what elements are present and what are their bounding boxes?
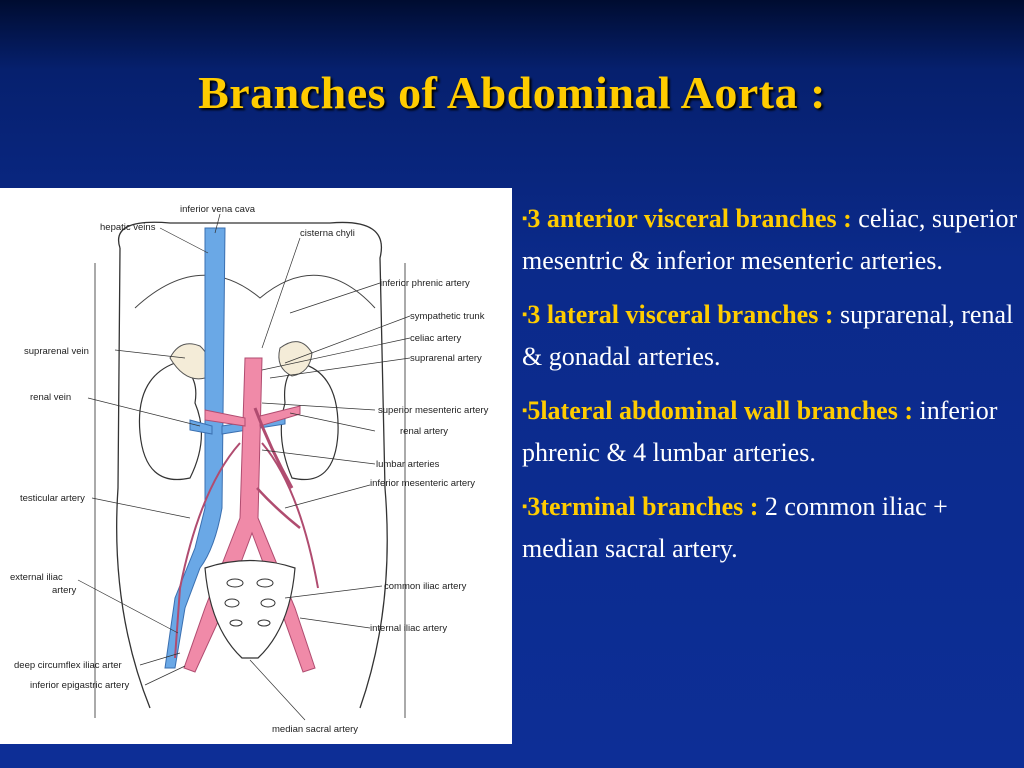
left-kidney [138, 362, 203, 480]
label-median-sacral: median sacral artery [272, 724, 358, 735]
bullet-lateral-visceral: ▪3 lateral visceral branches : suprarena… [522, 294, 1018, 378]
bullet-marker: ▪ [522, 499, 528, 515]
label-lumbar: lumbar arteries [376, 459, 440, 470]
anatomy-illustration: inferior vena cava hepatic veins cistern… [10, 204, 489, 735]
label-celiac: celiac artery [410, 333, 461, 344]
bullet-marker: ▪ [522, 211, 528, 227]
label-renal-artery: renal artery [400, 426, 448, 437]
abdominal-wall-outline [116, 221, 388, 709]
inferior-vena-cava [164, 227, 226, 669]
right-kidney [280, 362, 339, 480]
bullet-heading: 3 lateral visceral branches : [527, 300, 834, 329]
testicular-arteries [174, 442, 319, 659]
bullet-terminal: ▪3terminal branches : 2 common iliac + m… [522, 486, 1018, 570]
label-ima: inferior mesenteric artery [370, 478, 475, 489]
aorta-diagram: inferior vena cava hepatic veins cistern… [0, 188, 512, 744]
bullet-abdominal-wall: ▪5lateral abdominal wall branches : infe… [522, 390, 1018, 474]
label-hepatic-veins: hepatic veins [100, 222, 156, 233]
bullet-heading: 3 anterior visceral branches : [527, 204, 852, 233]
slide-title: Branches of Abdominal Aorta : [198, 67, 826, 118]
label-suprarenal-artery: suprarenal artery [410, 353, 482, 364]
label-renal-vein: renal vein [30, 392, 71, 403]
bullet-body: inferior phrenic & 4 lumbar arteries. [522, 396, 998, 467]
label-suprarenal-vein: suprarenal vein [24, 346, 89, 357]
bullet-body: celiac, superior mesentric & inferior me… [522, 204, 1018, 275]
bullet-body: 2 common iliac + median sacral artery. [522, 492, 948, 563]
label-testicular: testicular artery [20, 493, 85, 504]
label-inferior-phrenic: inferior phrenic artery [380, 278, 470, 289]
label-ivc: inferior vena cava [180, 204, 256, 215]
bullet-heading: 3terminal branches : [527, 492, 759, 521]
label-external-iliac: external iliac [10, 572, 63, 583]
bullet-heading: 5lateral abdominal wall branches : [527, 396, 913, 425]
ima-branch [256, 487, 301, 529]
label-sma: superior mesenteric artery [378, 405, 489, 416]
bullet-anterior-visceral: ▪3 anterior visceral branches : celiac, … [522, 198, 1018, 282]
label-external-iliac-2: artery [52, 585, 77, 596]
label-internal-iliac: internal iliac artery [370, 623, 447, 634]
label-common-iliac: common iliac artery [384, 581, 467, 592]
bullet-body: suprarenal, renal & gonadal arteries. [522, 300, 1014, 371]
branch-bullet-list: ▪3 anterior visceral branches : celiac, … [522, 198, 1018, 582]
label-sympathetic-trunk: sympathetic trunk [410, 311, 485, 322]
bullet-marker: ▪ [522, 403, 528, 419]
label-inferior-epigastric: inferior epigastric artery [30, 680, 130, 691]
sacrum [204, 559, 296, 659]
sma-branch [253, 407, 294, 489]
diaphragm-outline [134, 274, 376, 309]
bullet-marker: ▪ [522, 307, 528, 323]
label-cisterna-chyli: cisterna chyli [300, 228, 355, 239]
label-deep-circumflex: deep circumflex iliac arter [14, 660, 122, 671]
